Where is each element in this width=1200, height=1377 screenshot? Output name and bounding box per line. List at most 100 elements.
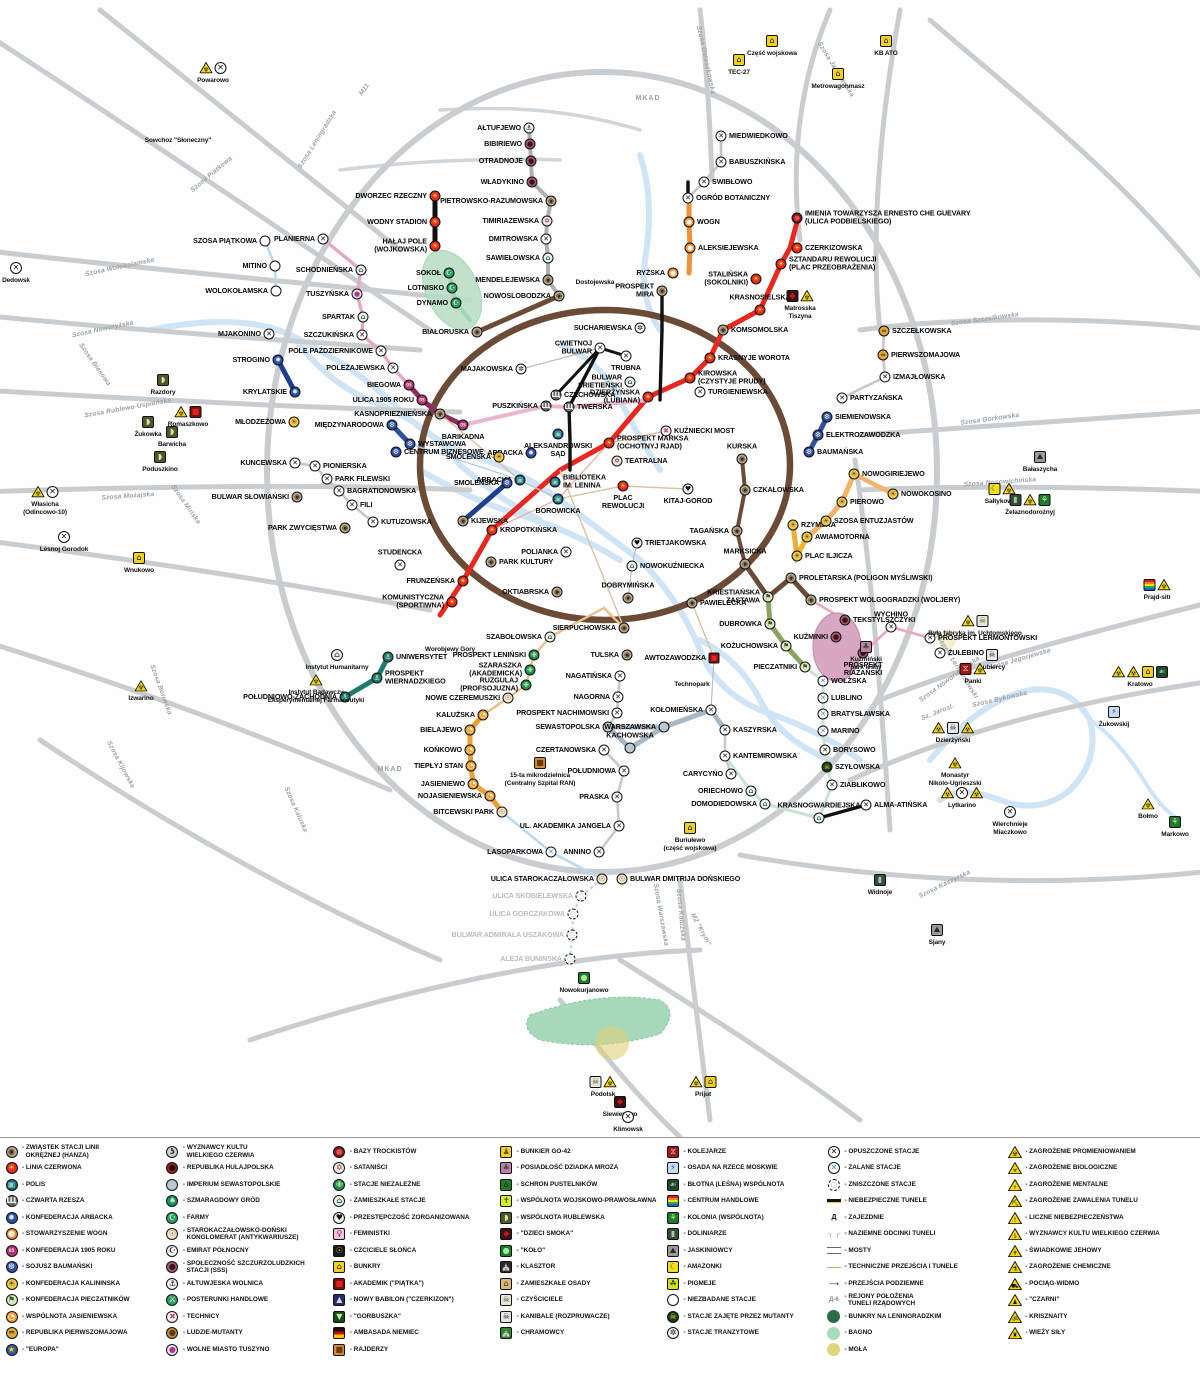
poi-marker-group[interactable]: ♣ [860,641,872,653]
station-marker[interactable]: ☀ [848,468,860,480]
poi-marker-group[interactable]: ⛰ [1034,451,1046,463]
station-marker[interactable]: ✕ [263,328,275,340]
station-marker[interactable]: ◔ [464,744,476,756]
station-marker[interactable]: ☉ [616,873,628,885]
station-marker[interactable] [269,260,281,272]
station-marker[interactable]: ✕ [612,691,624,703]
station-marker[interactable]: ◔ [464,724,476,736]
station-marker[interactable]: ⚑ [764,618,776,630]
station-marker[interactable]: ✕ [598,744,610,756]
station-marker[interactable] [602,721,614,733]
poi-marker-group[interactable]: ◆ [614,1096,626,1108]
station-marker[interactable]: ⌂ [544,631,556,643]
station-marker[interactable]: ☀ [704,352,716,364]
station-marker[interactable]: ◉ [656,285,668,297]
station-marker[interactable]: ◉ [553,290,565,302]
poi-marker-group[interactable]: ⌂ [832,68,844,80]
station-marker[interactable]: ✡ [541,215,553,227]
station-marker[interactable]: ● [526,176,538,188]
poi-marker-group[interactable]: ● [578,972,590,984]
station-marker[interactable]: 05 [457,419,469,431]
poi-marker-group[interactable]: ◗ [166,426,178,438]
station-marker[interactable]: ⌂ [759,798,771,810]
station-marker[interactable] [259,235,271,247]
station-marker[interactable]: ✕ [860,799,872,811]
station-marker[interactable]: ☀ [801,531,813,543]
poi-marker-group[interactable]: ☢✕☢ [941,787,983,799]
station-marker[interactable]: ✕ [545,846,557,858]
poi-marker-group[interactable]: ☾☢ [988,483,1016,495]
poi-marker-group[interactable]: ⌂ [331,649,343,661]
station-marker[interactable] [658,721,670,733]
station-marker[interactable]: ☀ [429,240,441,252]
station-marker[interactable]: ☀ [429,190,441,202]
station-marker[interactable]: ✕ [817,708,829,720]
station-marker[interactable]: ☀ [791,242,803,254]
station-marker[interactable]: ☀ [617,480,629,492]
station-marker[interactable]: ✕ [375,345,387,357]
station-marker[interactable]: ✕ [719,750,731,762]
poi-marker-group[interactable]: ⚡ [1108,706,1120,718]
station-marker[interactable]: ◌ [566,929,578,941]
poi-marker-group[interactable]: ✕ [622,1111,634,1123]
station-marker[interactable]: ◉ [542,274,554,286]
station-marker[interactable]: ✕ [289,457,301,469]
station-marker[interactable]: ◉ [339,522,351,534]
station-marker[interactable]: ◉ [686,597,698,609]
station-marker[interactable]: ✕ [346,499,358,511]
station-marker[interactable]: ✕ [333,485,345,497]
poi-marker-group[interactable]: ☢ [1143,579,1171,591]
station-marker[interactable]: ✕ [394,559,406,571]
station-marker[interactable]: ◉ [736,453,748,465]
station-marker[interactable]: ◉ [739,558,751,570]
station-marker[interactable]: ● [525,155,537,167]
poi-marker-group[interactable]: ☢■ [174,406,202,418]
station-marker[interactable]: ☀ [446,596,458,608]
station-marker[interactable]: ◉ [618,622,630,634]
station-marker[interactable]: ✕ [356,329,368,341]
station-marker[interactable]: ✕ [620,350,632,362]
poi-marker-group[interactable]: ☢☠ [961,615,989,627]
station-marker[interactable]: ◔ [477,709,489,721]
station-marker[interactable]: ◌ [575,890,587,902]
station-marker[interactable]: ✕ [309,460,321,472]
station-marker[interactable]: ✕ [593,846,605,858]
station-marker[interactable]: ☀ [684,372,696,384]
station-marker[interactable]: ═ [877,349,889,361]
station-marker[interactable]: ⌂ [624,376,636,388]
station-marker[interactable]: ♥ [631,537,643,549]
station-marker[interactable]: ● [684,242,696,254]
station-marker[interactable]: ✕ [611,791,623,803]
station-marker[interactable]: ⚑ [799,661,811,673]
station-marker[interactable]: ✲ [515,363,527,375]
station-marker[interactable]: ⌂ [355,264,367,276]
station-marker[interactable]: ❆ [501,477,513,489]
station-marker[interactable]: ❆ [821,411,833,423]
station-marker[interactable]: ▣ [549,476,561,488]
poi-marker-group[interactable]: ▮ [874,874,886,886]
station-marker[interactable]: ✙ [528,649,540,661]
station-marker[interactable]: ✕ [698,176,710,188]
station-marker[interactable]: ✕ [719,724,731,736]
station-marker[interactable]: Щ [563,401,575,413]
station-marker[interactable]: ◔ [465,760,477,772]
station-marker[interactable]: ❆ [803,446,815,458]
station-marker[interactable]: ✕ [817,692,829,704]
station-marker[interactable]: ✕ [836,392,848,404]
station-marker[interactable]: ♥ [682,483,694,495]
station-marker[interactable]: ◉ [457,515,469,527]
station-marker[interactable]: ◉ [805,594,817,606]
poi-marker-group[interactable]: ⌂ [684,822,696,834]
poi-marker-group[interactable]: ☢✕ [31,486,59,498]
station-marker[interactable]: ⚑ [762,591,774,603]
poi-marker-group[interactable]: ⌂ [766,35,778,47]
station-marker[interactable]: ✕ [817,675,829,687]
poi-marker-group[interactable]: ☠ [986,649,998,661]
station-marker[interactable]: ☀ [493,451,505,463]
station-marker[interactable]: ✕ [705,704,717,716]
station-marker[interactable]: ✕ [618,765,630,777]
poi-marker-group[interactable]: ✕ [10,262,22,274]
station-marker[interactable]: ◉ [731,525,743,537]
station-marker[interactable]: ❆ [390,446,402,458]
station-marker[interactable]: ✕ [387,362,399,374]
